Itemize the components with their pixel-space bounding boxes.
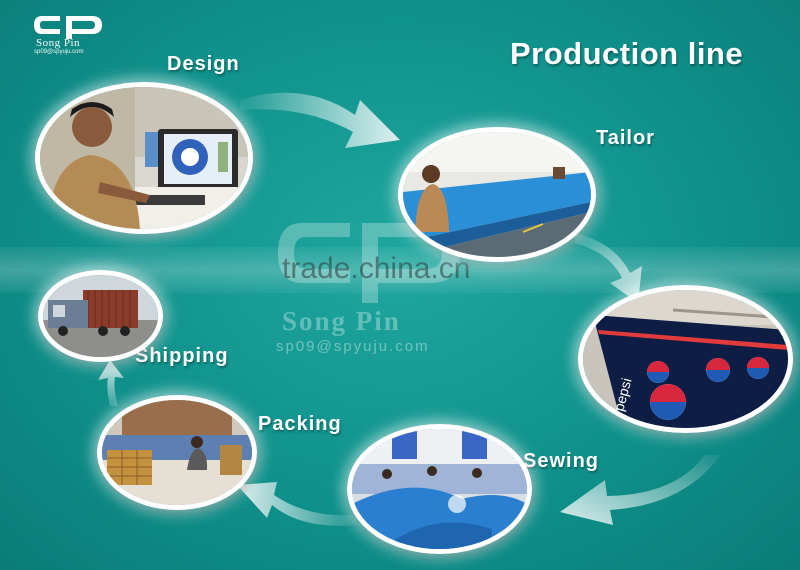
photo-tailor: [398, 127, 596, 262]
step-label-sewing: Sewing: [523, 450, 600, 472]
watermark-logo-icon: [278, 223, 460, 303]
step-label-packing: Packing: [258, 413, 342, 435]
watermark-site: trade.china.cn: [282, 252, 471, 285]
watermark-name: Song Pin: [282, 306, 401, 336]
arrow-tailor-to-printing-icon: [575, 233, 642, 303]
logo-text: Song Pin: [36, 37, 81, 49]
photo-shipping: [38, 270, 163, 362]
photo-design: [35, 82, 253, 234]
photo-packing: [97, 395, 257, 510]
step-label-shipping: Shipping: [135, 345, 229, 367]
page-title: Production line: [510, 36, 744, 71]
logo-email: sp09@spyuju.com: [34, 49, 84, 55]
step-label-tailor: Tailor: [596, 127, 655, 149]
arrow-packing-to-shipping-icon: [98, 360, 124, 406]
photo-printing: pepsi: [578, 285, 793, 433]
photo-sewing: [347, 424, 532, 554]
watermark-email: sp09@spyuju.com: [276, 338, 430, 355]
step-label-design: Design: [167, 53, 240, 75]
arrow-design-to-tailor-icon: [240, 92, 400, 148]
cp-logo-icon: [34, 16, 102, 39]
arrow-sewing-to-packing-icon: [237, 482, 357, 526]
arrow-printing-to-sewing-icon: [560, 455, 720, 525]
